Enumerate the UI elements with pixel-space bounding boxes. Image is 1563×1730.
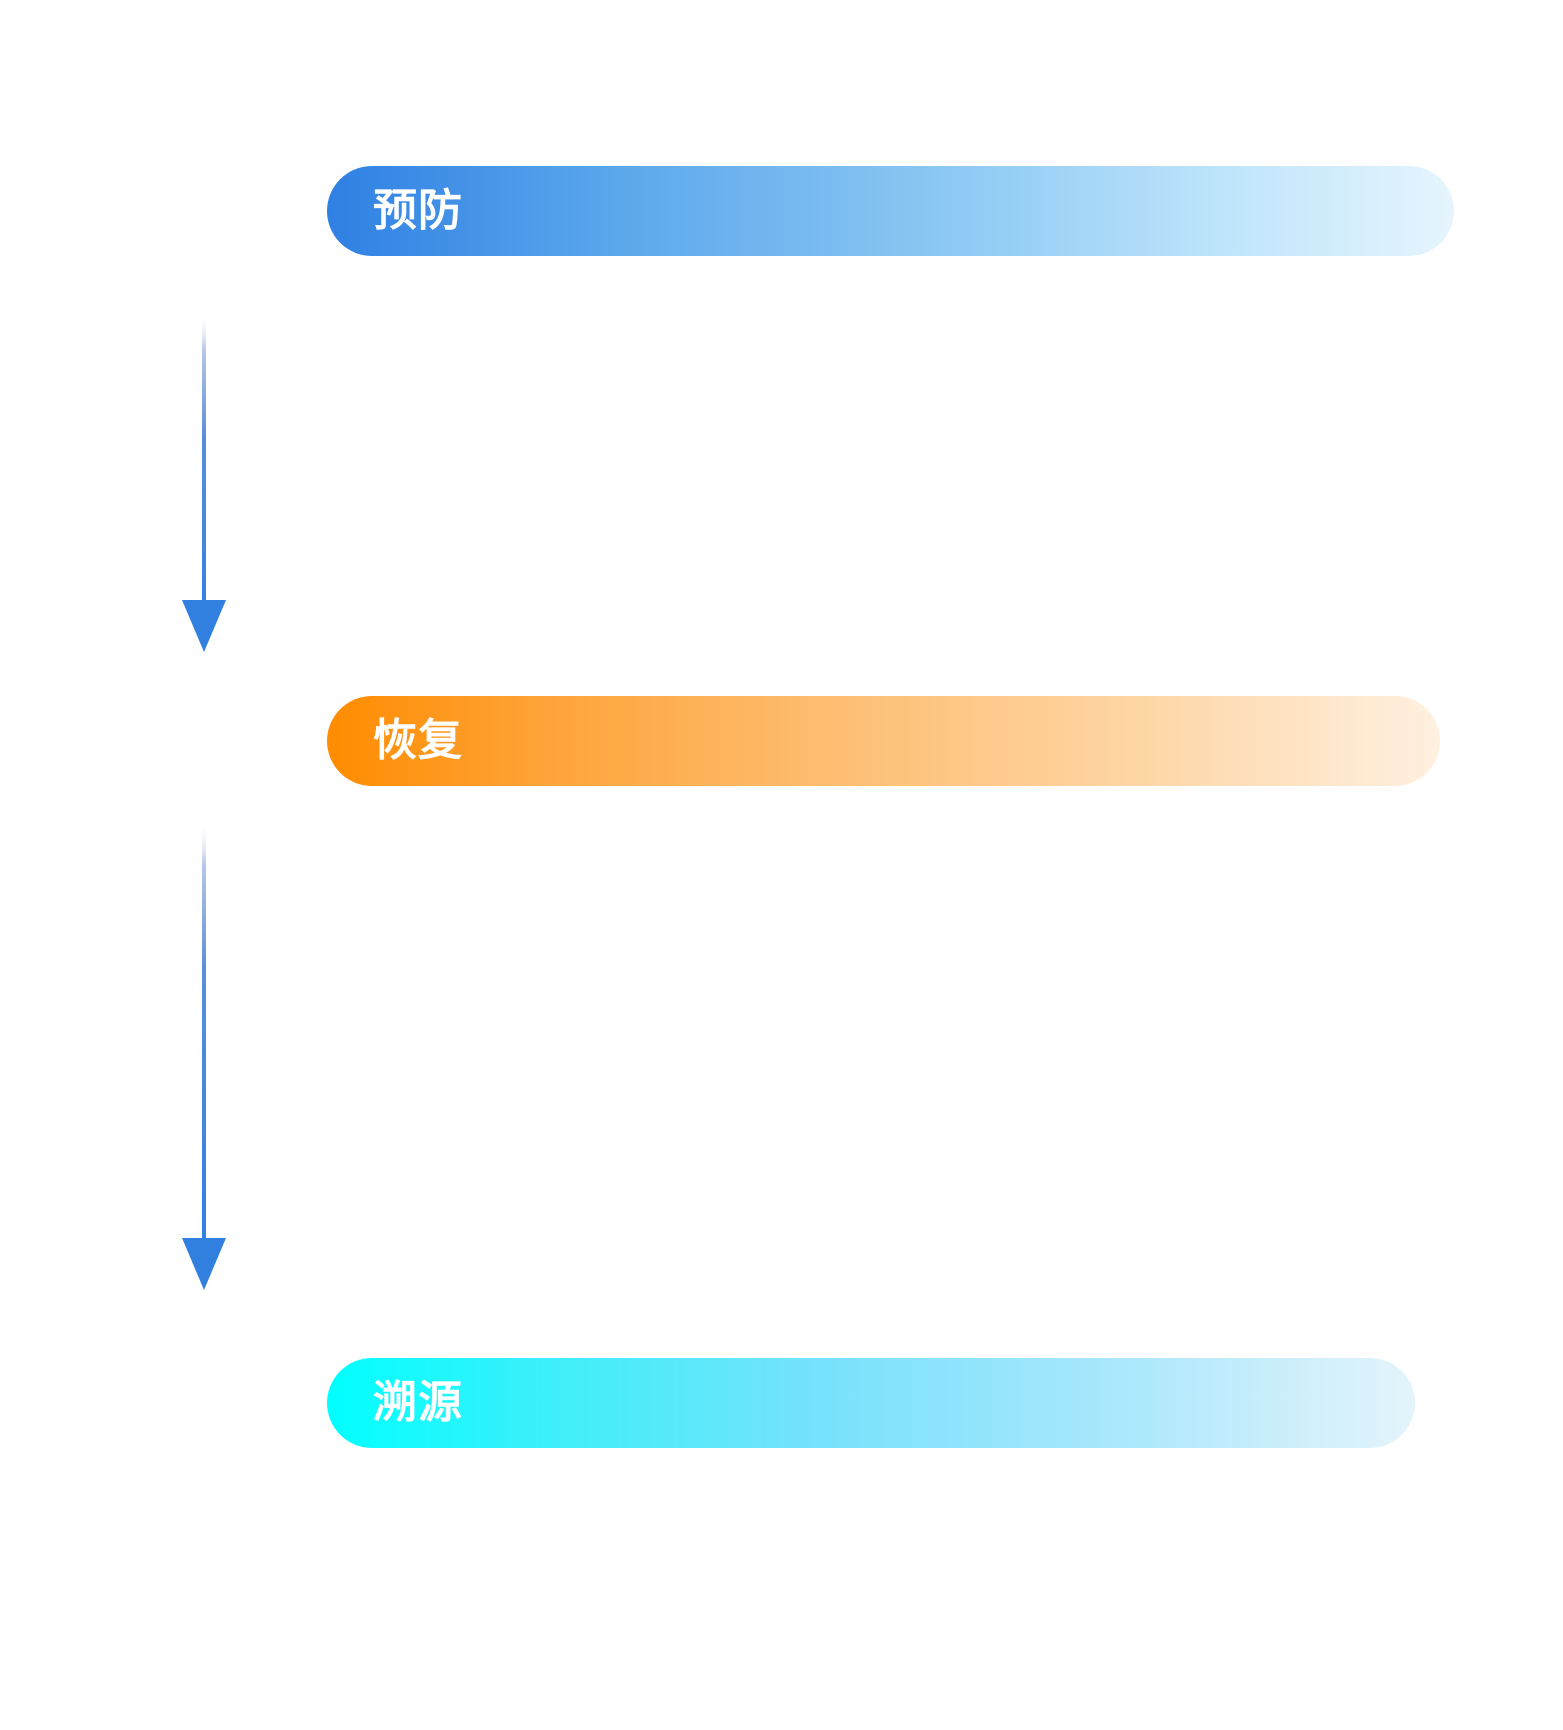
phase-label-recover: 恢复 [373,715,463,766]
phase-bar-prevent: 预防 [327,166,1454,256]
phase-label-prevent: 预防 [373,185,463,236]
down-arrow-icon [182,312,226,652]
phase-bar-recover: 恢复 [327,696,1440,786]
phase-label-trace: 溯源 [373,1377,463,1428]
phase-bar-trace: 溯源 [327,1358,1415,1448]
down-arrow-icon [182,822,226,1290]
